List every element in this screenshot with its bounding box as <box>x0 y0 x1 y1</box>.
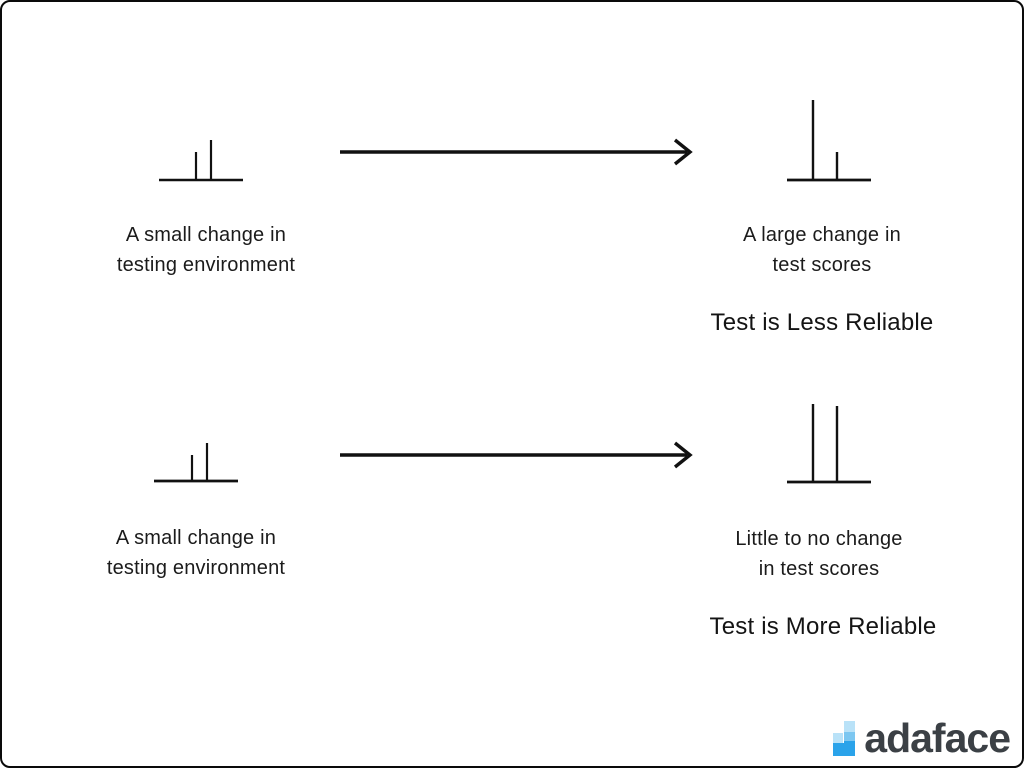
no-change-bars-chart-icon <box>787 404 871 484</box>
adaface-logo: adaface <box>831 715 1011 762</box>
row1-left-caption: A small change in testing environment <box>116 224 296 276</box>
adaface-logo-text: adaface <box>864 715 1011 762</box>
row1-right-caption: A large change in test scores <box>743 224 901 276</box>
row2-right-caption: Little to no change in test scores <box>735 528 903 580</box>
right-arrow-icon <box>340 441 693 469</box>
small-bars-chart-icon <box>159 140 243 182</box>
row1-conclusion: Test is Less Reliable <box>710 309 934 336</box>
adaface-logo-blocks-icon <box>833 721 856 756</box>
small-bars-chart-icon <box>154 443 238 483</box>
row2-conclusion: Test is More Reliable <box>709 613 937 640</box>
right-arrow-icon <box>340 138 693 166</box>
row2-left-caption: A small change in testing environment <box>106 527 286 579</box>
large-change-bars-chart-icon <box>787 100 871 182</box>
